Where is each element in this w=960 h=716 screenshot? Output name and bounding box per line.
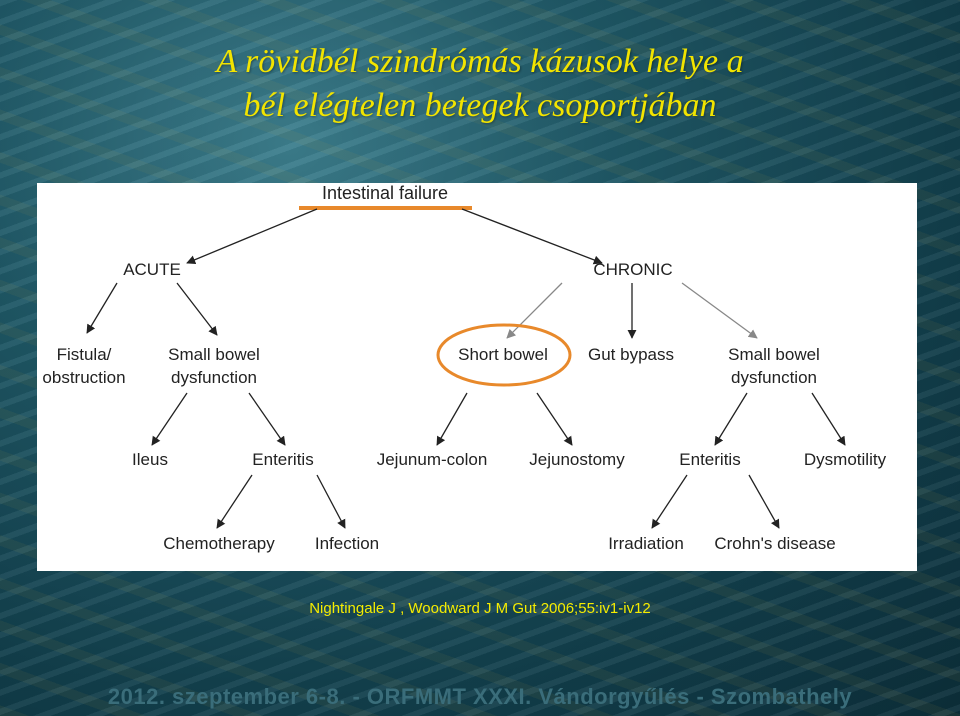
arrow-ent-chemo bbox=[216, 474, 253, 529]
diagram-panel: Intestinal failure ACUTE CHRONIC Fistula… bbox=[37, 183, 917, 571]
node-sbd-acute-line2: dysfunction bbox=[171, 368, 257, 387]
arrow-sb-jejunostomy bbox=[536, 392, 573, 446]
arrow-csbd-enteritis bbox=[714, 392, 748, 446]
arrow-cent-irradiation bbox=[651, 474, 688, 529]
arrow-root-chronic bbox=[461, 208, 603, 265]
arrow-chronic-sbd bbox=[681, 282, 758, 339]
arrow-cent-crohns bbox=[748, 474, 780, 529]
node-fistula-line2: obstruction bbox=[42, 368, 125, 387]
slide-title: A rövidbél szindrómás kázusok helye a bé… bbox=[0, 40, 960, 128]
arrow-acute-fistula bbox=[86, 282, 118, 334]
node-dysmotility: Dysmotility bbox=[804, 450, 887, 469]
node-intestinal-failure: Intestinal failure bbox=[322, 183, 448, 203]
node-chemotherapy: Chemotherapy bbox=[163, 534, 275, 553]
node-short-bowel: Short bowel bbox=[458, 345, 548, 364]
node-enteritis-acute: Enteritis bbox=[252, 450, 313, 469]
node-sbd-chronic-line2: dysfunction bbox=[731, 368, 817, 387]
title-line-2: bél elégtelen betegek csoportjában bbox=[243, 87, 717, 124]
arrow-root-acute bbox=[186, 208, 318, 265]
arrow-acute-sbd bbox=[176, 282, 218, 336]
node-chronic: CHRONIC bbox=[593, 260, 672, 279]
node-jejunostomy: Jejunostomy bbox=[529, 450, 625, 469]
node-acute: ACUTE bbox=[123, 260, 181, 279]
arrow-sbd-ileus bbox=[151, 392, 188, 446]
arrow-chronic-shortbowel bbox=[506, 282, 563, 339]
node-jejunum-colon: Jejunum-colon bbox=[377, 450, 488, 469]
node-gut-bypass: Gut bypass bbox=[588, 345, 674, 364]
node-enteritis-chronic: Enteritis bbox=[679, 450, 740, 469]
node-sbd-chronic-line1: Small bowel bbox=[728, 345, 820, 364]
node-infection: Infection bbox=[315, 534, 379, 553]
highlight-ellipse bbox=[436, 323, 572, 387]
node-sbd-acute-line1: Small bowel bbox=[168, 345, 260, 364]
citation: Nightingale J , Woodward J M Gut 2006;55… bbox=[309, 600, 651, 617]
arrow-csbd-dysmotility bbox=[811, 392, 846, 446]
node-crohns: Crohn's disease bbox=[714, 534, 835, 553]
arrow-sbd-enteritis bbox=[248, 392, 286, 446]
node-fistula-line1: Fistula/ bbox=[57, 345, 112, 364]
node-irradiation: Irradiation bbox=[608, 534, 684, 553]
footer: 2012. szeptember 6-8. - ORFMMT XXXI. Ván… bbox=[107, 684, 853, 709]
arrow-ent-infection bbox=[316, 474, 346, 529]
title-line-1: A rövidbél szindrómás kázusok helye a bbox=[216, 43, 744, 80]
node-ileus: Ileus bbox=[132, 450, 168, 469]
classification-tree: Intestinal failure ACUTE CHRONIC Fistula… bbox=[42, 183, 887, 553]
arrow-sb-jejunumcolon bbox=[436, 392, 468, 446]
